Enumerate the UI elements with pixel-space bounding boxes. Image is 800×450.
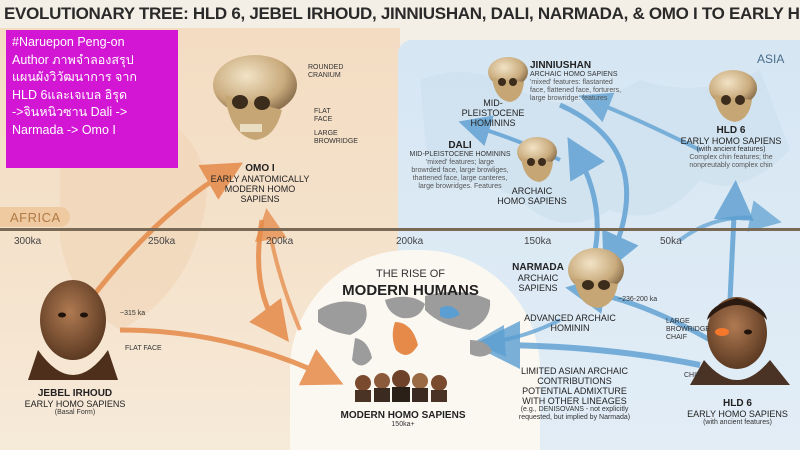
- modern-humans-title: MODERN HUMANS: [342, 282, 479, 299]
- tick-200ka: 200ka: [266, 236, 294, 247]
- hld-bottom-face: [690, 297, 790, 385]
- region-africa: AFRICA: [10, 210, 61, 225]
- overlay-line: HLD 6และเจเบล อิรุด: [12, 87, 128, 102]
- overlay-line: ->จินหนิวซาน Dali ->: [12, 105, 128, 119]
- tick-50ka: 50ka: [660, 236, 682, 247]
- jebel-face: [28, 280, 118, 380]
- overlay-line: Author ภาพจำลองสรุป: [12, 52, 134, 67]
- overlay-line: #Naruepon Peng-on: [12, 35, 125, 49]
- tick-250ka: 250ka: [148, 236, 176, 247]
- region-asia: ASIA: [757, 52, 785, 66]
- jinniushan-skull: [488, 57, 528, 102]
- dali-skull: [517, 137, 557, 182]
- arrow-top-jinni: [578, 92, 701, 152]
- arrow-jebel-omo: [88, 162, 244, 302]
- africa-tag: [0, 207, 70, 227]
- tick-150ka: 150ka: [524, 236, 552, 247]
- hld-note-chin: CHIN: [684, 372, 702, 379]
- tick-300ka: 300ka: [14, 236, 42, 247]
- arrow-jebel-modern: [119, 327, 344, 386]
- timeline-axis: [0, 228, 800, 231]
- jebel-age: ~315 ka: [120, 310, 146, 317]
- arrow-hld-top: [713, 180, 754, 301]
- modern-humans-faces: [355, 370, 447, 402]
- arrow-narmada-modern: [473, 318, 561, 357]
- overlay-line: Narmada -> Omo I: [12, 122, 116, 137]
- hld-top-skull: [709, 70, 757, 122]
- narmada-age: ~236-200 ka: [618, 296, 658, 303]
- narmada-skull: [568, 248, 624, 308]
- page-title: EVOLUTIONARY TREE: HLD 6, JEBEL IRHOUD, …: [4, 4, 800, 23]
- arrow-hld-modern: [472, 321, 701, 370]
- overlay-line: แผนผังวิวัฒนาการ จาก: [12, 70, 137, 84]
- author-overlay: #Naruepon Peng-on Author ภาพจำลองสรุป แผ…: [6, 30, 178, 168]
- world-map: [318, 291, 492, 366]
- jebel-note: FLAT FACE: [125, 345, 162, 352]
- tick-200ka-2: 200ka: [396, 236, 424, 247]
- arrow-asia-axis: [678, 200, 782, 242]
- map-outline: [420, 70, 790, 223]
- rise-of: THE RISE OF: [375, 268, 446, 280]
- omo-skull: [213, 55, 297, 140]
